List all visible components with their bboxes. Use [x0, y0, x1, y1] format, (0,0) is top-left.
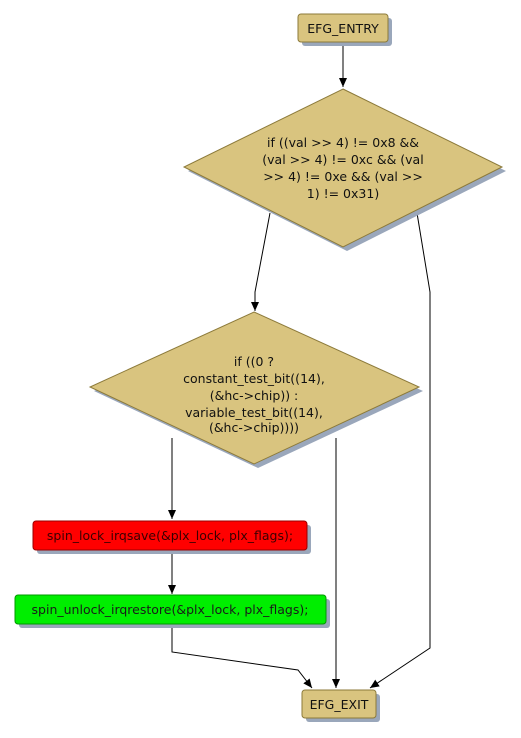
- lock-node-label: spin_lock_irqsave(&plx_lock, plx_flags);: [47, 528, 293, 543]
- exit-node-box: [301, 689, 377, 719]
- unlock-node: spin_unlock_irqrestore(&plx_lock, plx_fl…: [14, 594, 330, 628]
- entry-node: EFG_ENTRY: [297, 13, 392, 46]
- edge-cond1-to-cond2: [251, 212, 271, 311]
- unlock-node-label: spin_unlock_irqrestore(&plx_lock, plx_fl…: [32, 602, 309, 617]
- condition-2-line-1: if ((0 ?: [234, 354, 274, 369]
- condition-2-line-4: variable_test_bit((14),: [185, 405, 323, 420]
- condition-1-line-1: if ((val >> 4) != 0x8 &&: [267, 135, 419, 150]
- lock-node: spin_lock_irqsave(&plx_lock, plx_flags);: [32, 520, 311, 554]
- condition-1-node: if ((val >> 4) != 0x8 && (val >> 4) != 0…: [182, 88, 506, 251]
- condition-2-node: if ((0 ? constant_test_bit((14), (&hc->c…: [88, 311, 423, 468]
- condition-2-line-2: constant_test_bit((14),: [183, 371, 325, 386]
- condition-1-line-4: 1) != 0x31): [307, 186, 379, 201]
- condition-2-line-3: (&hc->chip)) :: [210, 388, 299, 403]
- lock-node-box: [32, 520, 308, 551]
- exit-node-label: EFG_EXIT: [310, 697, 369, 712]
- entry-node-label: EFG_ENTRY: [307, 21, 379, 36]
- condition-1-line-3: >> 4) != 0xe && (val >>: [263, 169, 423, 184]
- edges: [168, 46, 431, 689]
- edge-unlock-to-exit: [171, 626, 313, 689]
- condition-1-line-2: (val >> 4) != 0xc && (val: [262, 152, 423, 167]
- edge-cond1-to-exit: [369, 212, 431, 689]
- condition-2-line-5: (&hc->chip)))): [209, 420, 299, 435]
- condition-1-diamond: [182, 88, 504, 248]
- unlock-node-box: [14, 594, 327, 625]
- entry-node-box: [297, 13, 389, 43]
- exit-node: EFG_EXIT: [301, 689, 380, 722]
- condition-2-diamond: [88, 311, 421, 465]
